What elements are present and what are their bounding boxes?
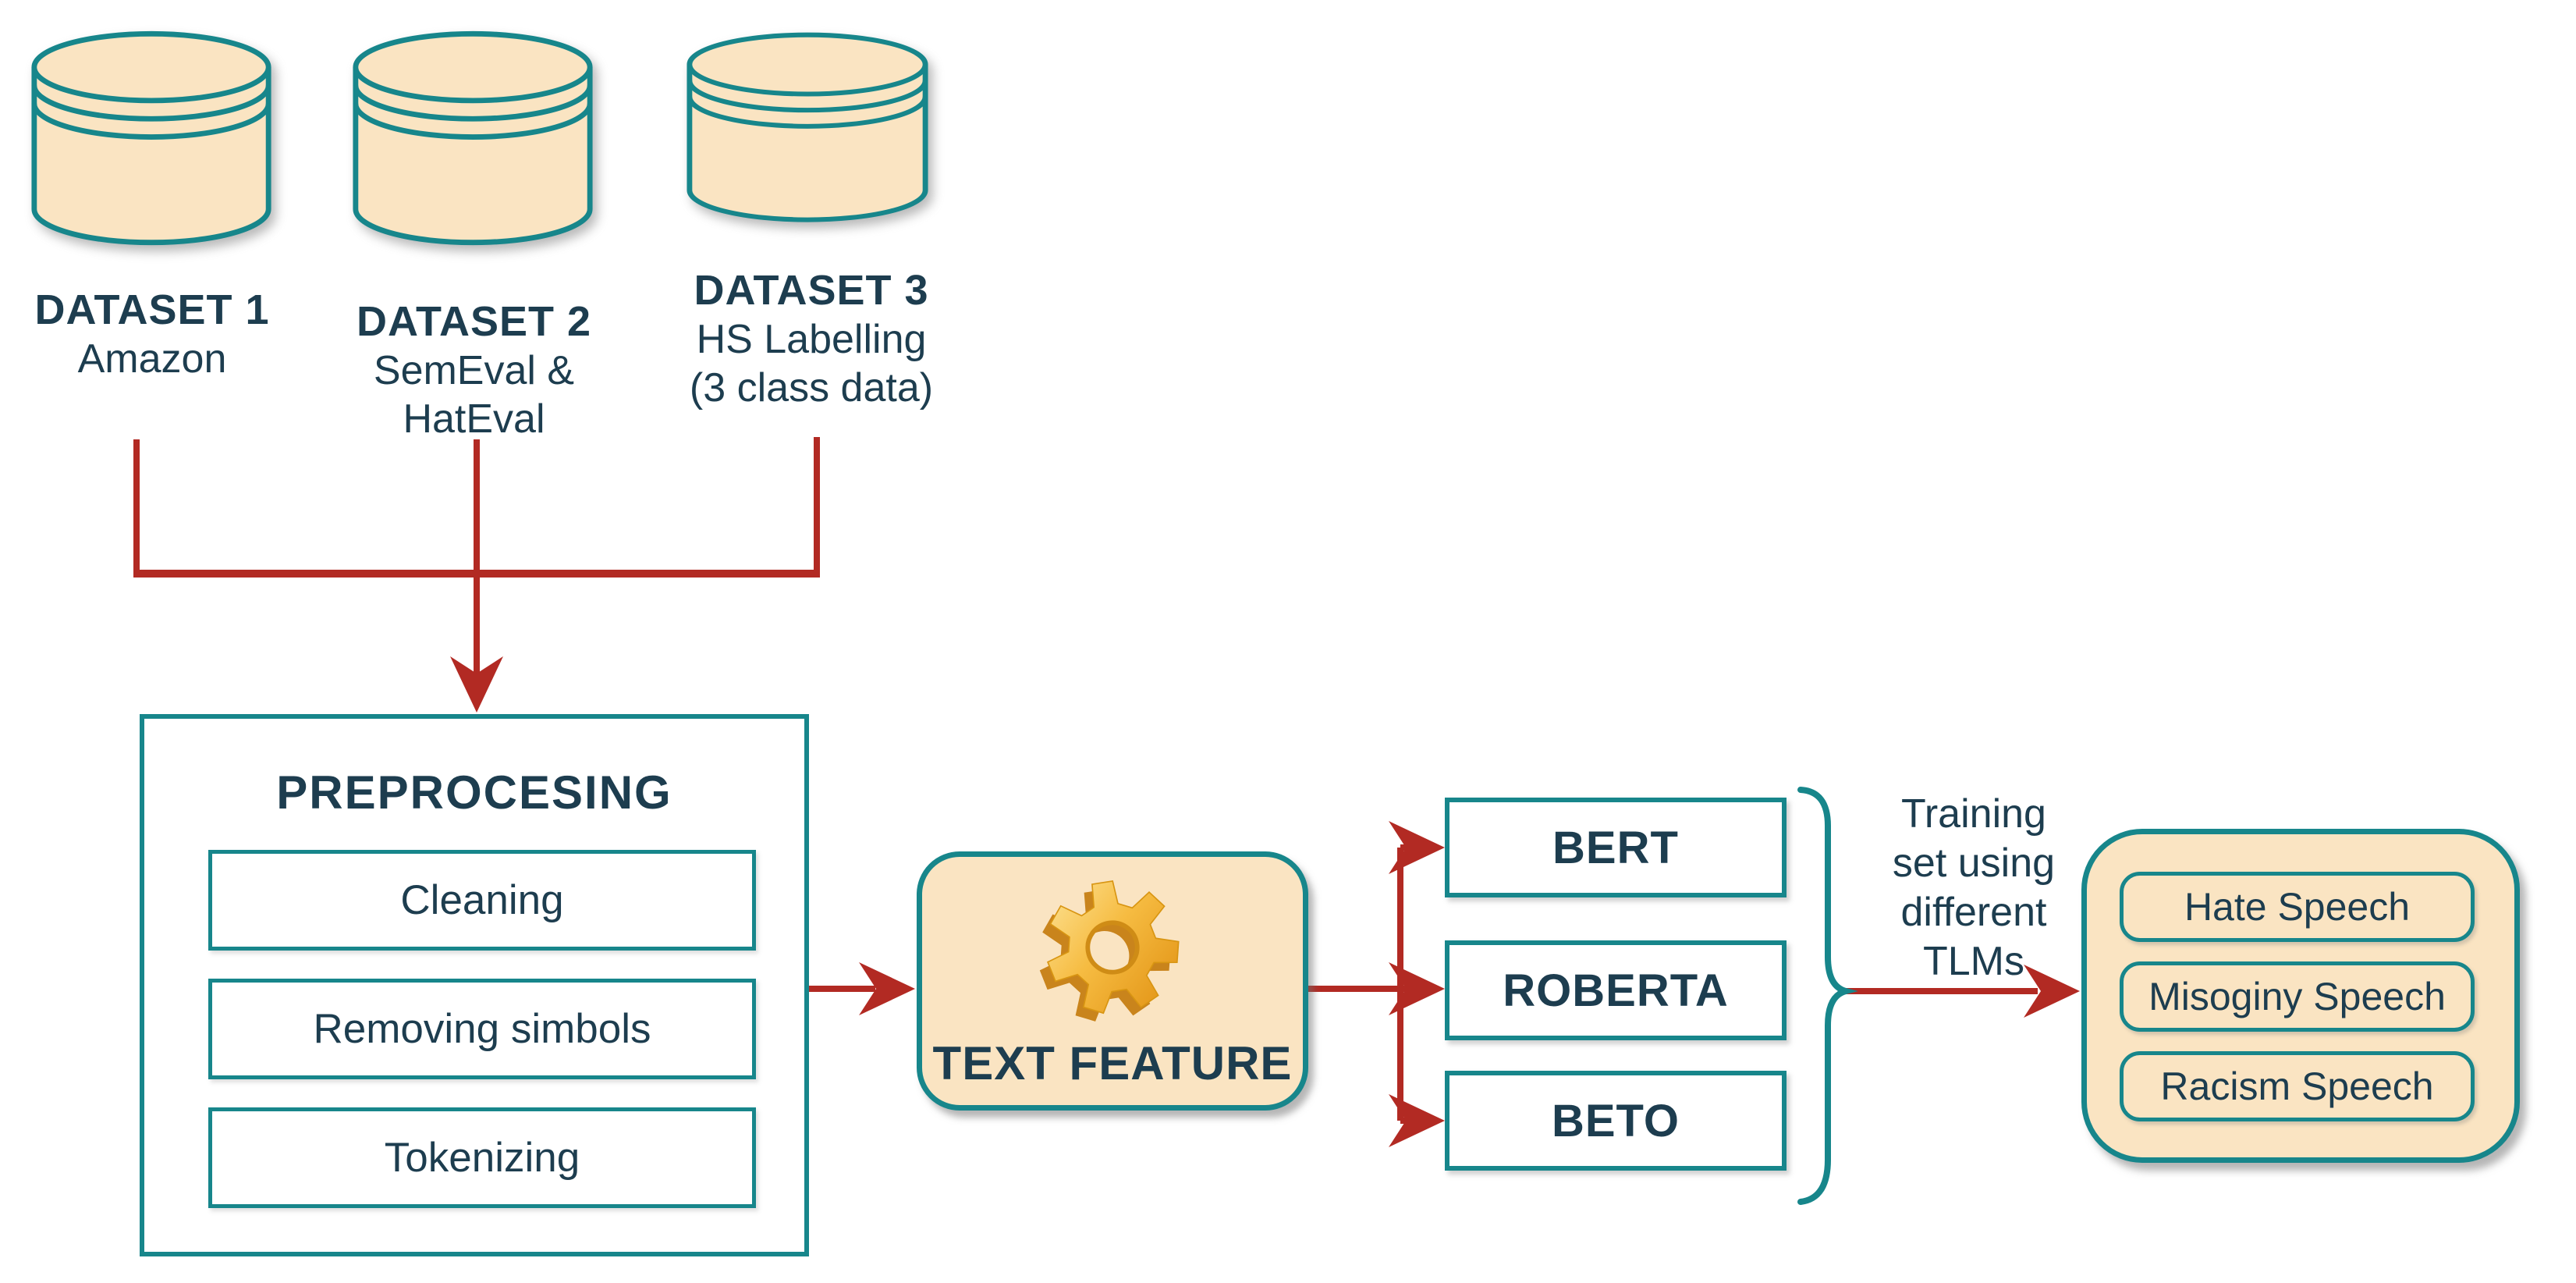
arrowhead-into-roberta-icon — [1389, 962, 1445, 1015]
step-cleaning: Cleaning — [208, 850, 756, 951]
model-box-roberta: ROBERTA — [1445, 940, 1787, 1040]
step-removing-simbols-label: Removing simbols — [313, 1006, 651, 1052]
output-racism-speech: Racism Speech — [2120, 1051, 2475, 1121]
dataset-3-name: DATASET 3 — [694, 267, 929, 314]
dataset-2-source: SemEval & HatEval — [373, 348, 575, 442]
step-cleaning-label: Cleaning — [400, 877, 564, 923]
preprocessing-box: PREPROCESING Cleaning Removing simbols T… — [140, 714, 809, 1256]
training-note: Training set using different TLMs — [1865, 790, 2083, 986]
model-box-beto: BETO — [1445, 1071, 1787, 1171]
preprocessing-title: PREPROCESING — [276, 766, 672, 819]
step-removing-simbols: Removing simbols — [208, 979, 756, 1079]
dataset-1-name: DATASET 1 — [34, 286, 270, 333]
curly-brace — [1797, 787, 1858, 1205]
arrowhead-into-text-feature-icon — [859, 962, 915, 1015]
model-roberta-label: ROBERTA — [1503, 965, 1729, 1016]
step-tokenizing: Tokenizing — [208, 1107, 756, 1208]
model-box-bert: BERT — [1445, 798, 1787, 897]
output-hate-speech: Hate Speech — [2120, 872, 2475, 942]
text-feature-label: TEXT FEATURE — [932, 1037, 1293, 1089]
text-feature-box: TEXT FEATURE — [917, 851, 1308, 1111]
dataset-1-source: Amazon — [77, 336, 227, 382]
dataset-1-database-icon — [31, 30, 271, 246]
model-beto-label: BETO — [1551, 1095, 1680, 1146]
training-note-line4: TLMs — [1923, 939, 2024, 984]
dataset-3-database-icon — [687, 32, 928, 222]
output-misoginy-speech-label: Misoginy Speech — [2148, 975, 2446, 1018]
output-hate-speech-label: Hate Speech — [2184, 885, 2411, 929]
dataset-3-label: DATASET 3 HS Labelling (3 class data) — [671, 265, 952, 412]
arrowhead-into-bert-icon — [1389, 821, 1445, 874]
model-bert-label: BERT — [1552, 822, 1679, 873]
step-tokenizing-label: Tokenizing — [384, 1135, 580, 1181]
arrowhead-into-preprocessing-icon — [450, 656, 503, 713]
output-racism-speech-label: Racism Speech — [2160, 1064, 2434, 1108]
training-note-line3: different — [1900, 890, 2047, 935]
dataset-3-source: HS Labelling — [696, 317, 927, 362]
training-note-line1: Training — [1901, 791, 2046, 837]
arrowhead-into-beto-icon — [1389, 1094, 1445, 1147]
dataset-2-label: DATASET 2 SemEval & HatEval — [328, 297, 620, 443]
training-note-line2: set using — [1892, 841, 2056, 886]
dataset-2-name: DATASET 2 — [356, 298, 592, 345]
gear-icon — [1039, 880, 1180, 1022]
dataset-1-label: DATASET 1 Amazon — [12, 285, 293, 383]
output-misoginy-speech: Misoginy Speech — [2120, 961, 2475, 1032]
dataset-3-source-detail: (3 class data) — [689, 365, 934, 410]
dataset-2-database-icon — [353, 30, 593, 246]
classification-output-box: Hate Speech Misoginy Speech Racism Speec… — [2081, 829, 2520, 1163]
